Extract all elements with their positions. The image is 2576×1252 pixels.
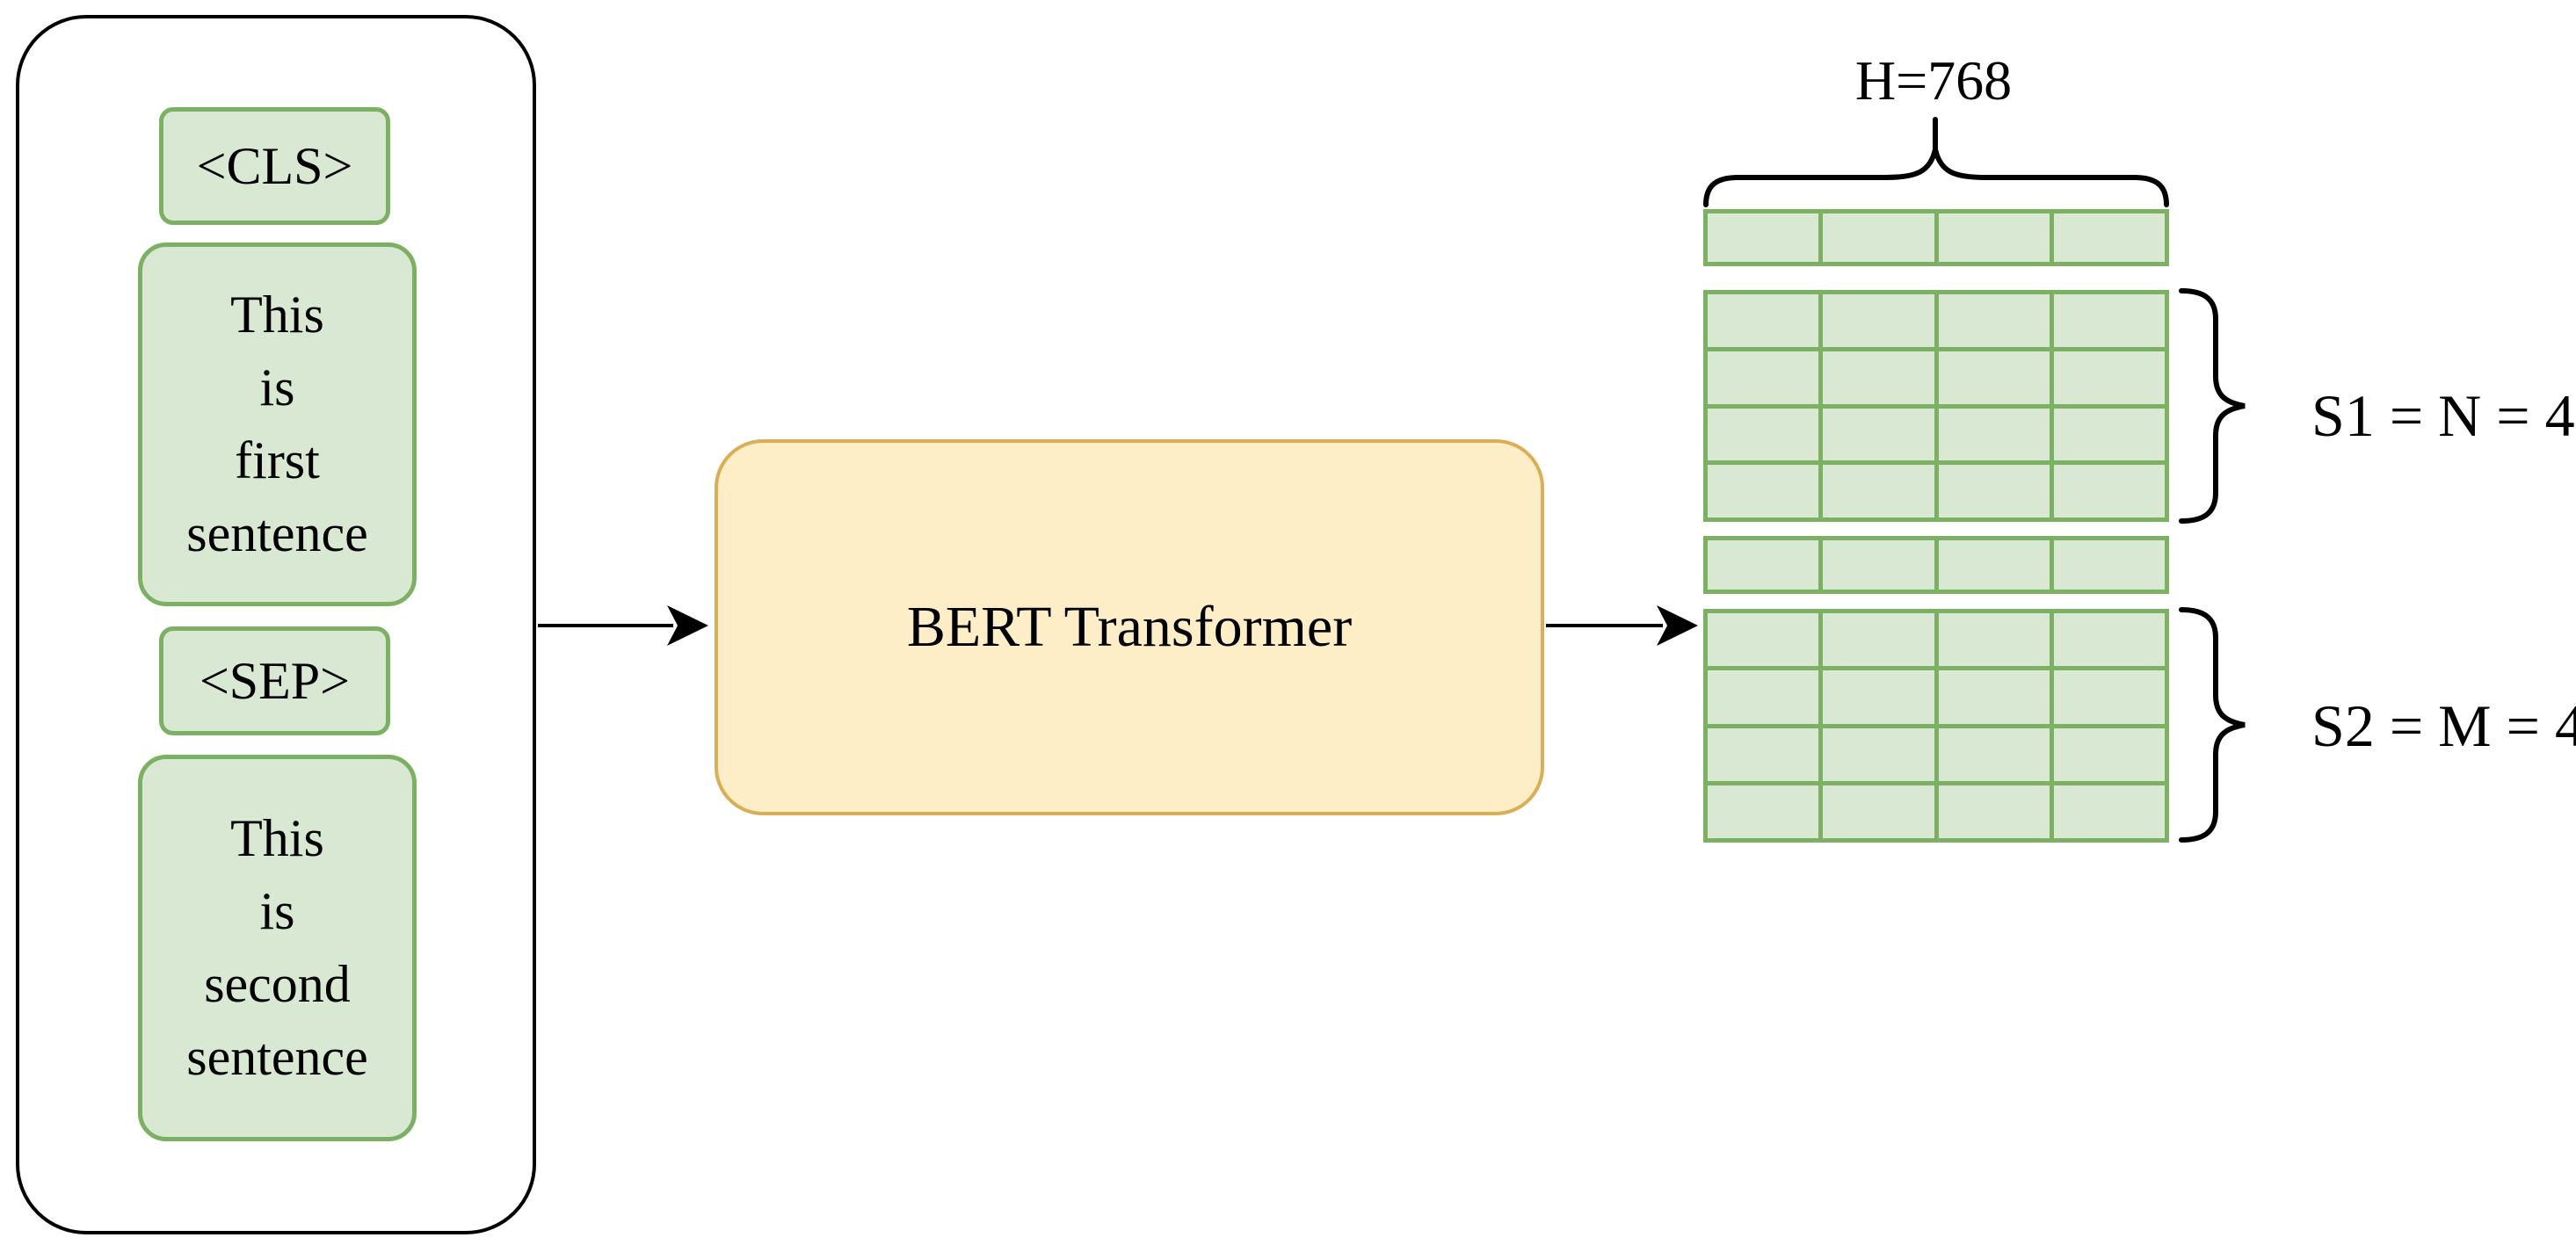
sentence2-token-box: This is second sentence (138, 755, 417, 1141)
sentence2-brace (2179, 607, 2246, 843)
cls-token-box: <CLS> (159, 107, 390, 225)
sentence1-count-label: S1 = N = 4 (2311, 382, 2575, 449)
sentence2-line: This (230, 809, 324, 867)
embedding-cell (1938, 785, 2050, 838)
sentence1-line: first (235, 431, 320, 489)
sentence2-line: is (259, 882, 295, 940)
embedding-cell (2053, 785, 2165, 838)
bert-transformer-label: BERT Transformer (906, 595, 1353, 659)
embedding-cell (2053, 540, 2165, 590)
embedding-cell (1938, 351, 2050, 404)
embedding-cell (1823, 213, 1934, 262)
embedding-cell (1708, 670, 1819, 724)
embedding-cell (1708, 727, 1819, 781)
sentence2-count-label: S2 = M = 4 (2311, 692, 2576, 759)
hidden-size-label: H=768 (1854, 49, 2013, 112)
embedding-cell (2053, 670, 2165, 724)
embedding-cell (1823, 408, 1934, 461)
embedding-cell (1823, 613, 1934, 667)
embedding-cell (1823, 294, 1934, 347)
sentence1-token-box: This is first sentence (138, 242, 417, 606)
hidden-size-brace (1703, 117, 2169, 207)
embedding-cell (1708, 613, 1819, 667)
embedding-cell (1708, 351, 1819, 404)
bert-transformer-box: BERT Transformer (715, 439, 1544, 815)
embedding-cell (1823, 670, 1934, 724)
embedding-cell (2053, 351, 2165, 404)
sentence1-line: This (230, 286, 324, 344)
embedding-cell (1938, 613, 2050, 667)
embedding-cell (1708, 408, 1819, 461)
embedding-cell (2053, 465, 2165, 517)
cls-token-label: <CLS> (196, 136, 353, 195)
embedding-cell (1823, 727, 1934, 781)
embedding-cell (1823, 540, 1934, 590)
embedding-cell (1938, 213, 2050, 262)
embedding-cell (1823, 351, 1934, 404)
embedding-cell (1938, 465, 2050, 517)
embedding-cell (2053, 213, 2165, 262)
input-sequence-container: <CLS> This is first sentence <SEP> This … (16, 15, 536, 1234)
cls-embedding-row (1703, 209, 2169, 266)
sep-token-label: <SEP> (199, 651, 351, 710)
embedding-cell (2053, 727, 2165, 781)
embedding-cell (1708, 465, 1819, 517)
embedding-cell (1708, 785, 1819, 838)
embedding-cell (1938, 727, 2050, 781)
embedding-cell (2053, 613, 2165, 667)
sentence2-embedding-block (1703, 609, 2169, 843)
sentence1-brace (2179, 288, 2246, 524)
embedding-cell (2053, 294, 2165, 347)
sentence2-line: second (204, 955, 351, 1013)
sep-embedding-row (1703, 536, 2169, 594)
embedding-cell (1708, 294, 1819, 347)
arrow-bert-to-output (1546, 605, 1698, 646)
sentence1-embedding-block (1703, 290, 2169, 522)
sep-token-box: <SEP> (159, 626, 390, 735)
embedding-cell (1708, 540, 1819, 590)
arrow-input-to-bert (538, 605, 708, 646)
embedding-cell (1823, 465, 1934, 517)
sentence1-line: sentence (186, 504, 368, 562)
output-embedding-grid (1703, 209, 2169, 843)
sentence1-line: is (259, 358, 295, 416)
embedding-cell (2053, 408, 2165, 461)
embedding-cell (1708, 213, 1819, 262)
embedding-cell (1938, 540, 2050, 590)
embedding-cell (1938, 294, 2050, 347)
sentence2-line: sentence (186, 1028, 368, 1086)
embedding-cell (1823, 785, 1934, 838)
embedding-cell (1938, 408, 2050, 461)
embedding-cell (1938, 670, 2050, 724)
